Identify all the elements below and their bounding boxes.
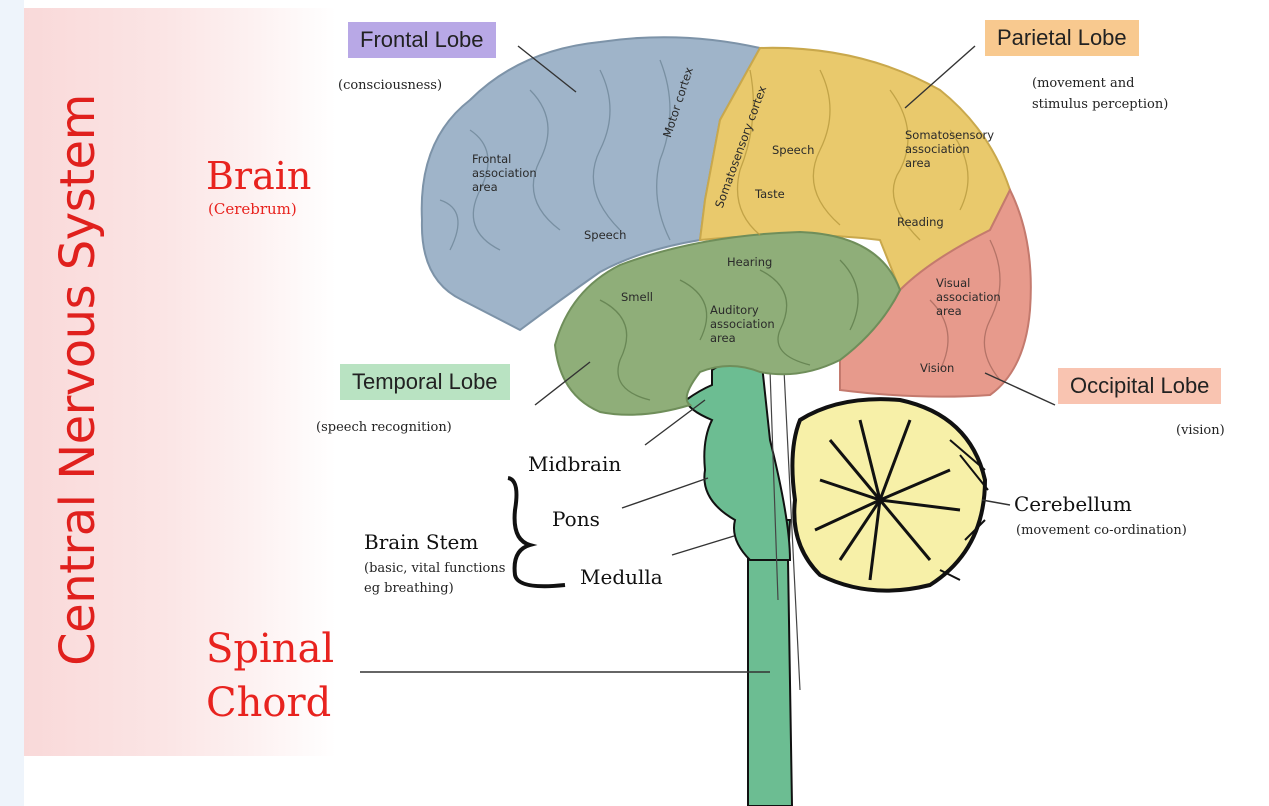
frontal-lobe-label: Frontal Lobe (348, 22, 496, 58)
frontal-lobe-desc: (consciousness) (338, 78, 442, 93)
midbrain-label: Midbrain (528, 452, 621, 476)
cerebellum-label: Cerebellum (1014, 492, 1132, 516)
pons-label: Pons (552, 507, 600, 531)
temporal-lobe-label: Temporal Lobe (340, 364, 510, 400)
parietal-lobe-label: Parietal Lobe (985, 20, 1139, 56)
cerebellum-desc: (movement co-ordination) (1016, 523, 1187, 538)
cerebellum-leader-line (982, 500, 1010, 505)
medulla-leader-line (672, 536, 734, 555)
spinal-cord (748, 520, 792, 806)
occipital-lobe-label: Occipital Lobe (1058, 368, 1221, 404)
parietal-lobe-desc-2: stimulus perception) (1032, 97, 1168, 112)
brainstem-desc-2: eg breathing) (364, 581, 454, 596)
brain-label: Brain (206, 154, 311, 198)
chord-label: Chord (206, 680, 331, 726)
reading-label: Reading (897, 215, 944, 229)
pons-leader-line (622, 478, 708, 508)
brain-sub-label: (Cerebrum) (208, 200, 297, 218)
brainstem-shape (686, 361, 790, 560)
cerebellum-shape (792, 399, 988, 590)
spinal-label: Spinal (206, 626, 334, 672)
brainstem-brace (508, 478, 565, 586)
taste-label: Taste (755, 187, 785, 201)
parietal-lobe-desc-1: (movement and (1032, 76, 1134, 91)
temporal-lobe-desc: (speech recognition) (316, 420, 452, 435)
smell-label: Smell (621, 290, 653, 304)
medulla-label: Medulla (580, 565, 663, 589)
vision-label: Vision (920, 361, 954, 375)
speech-frontal-label: Speech (584, 228, 626, 242)
occipital-lobe-desc: (vision) (1176, 423, 1225, 438)
brainstem-title: Brain Stem (364, 530, 478, 554)
brainstem-desc-1: (basic, vital functions (364, 561, 505, 576)
speech-parietal-label: Speech (772, 143, 814, 157)
hearing-label: Hearing (727, 255, 772, 269)
